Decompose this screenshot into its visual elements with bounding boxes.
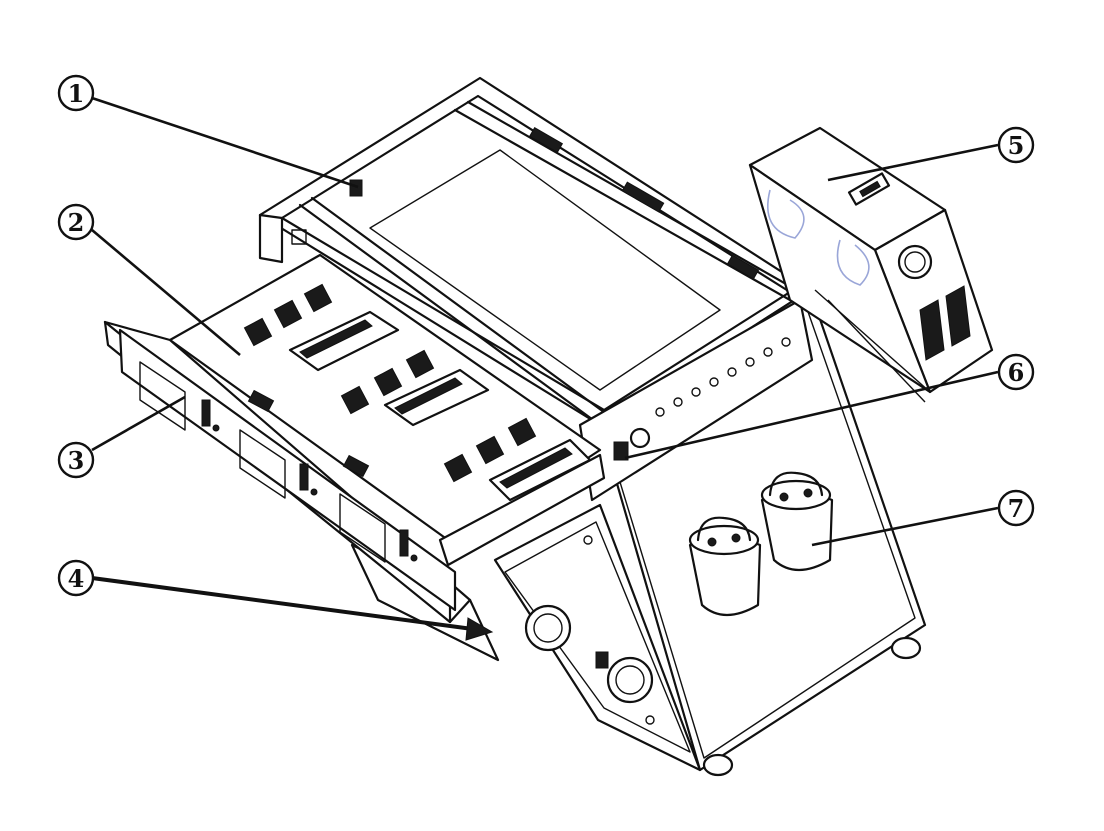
display-window bbox=[239, 429, 286, 499]
control-buttons bbox=[655, 337, 791, 417]
cup-left bbox=[688, 516, 762, 616]
callout-3: 3 bbox=[57, 441, 95, 479]
display-window bbox=[339, 493, 386, 563]
cabinet-side-panel bbox=[578, 288, 927, 777]
svg-text:2: 2 bbox=[68, 208, 85, 237]
cabinet-frame bbox=[258, 76, 812, 427]
callout-4: 4 bbox=[57, 559, 95, 597]
callout-2: 2 bbox=[57, 203, 95, 241]
fan-icon bbox=[897, 244, 933, 280]
svg-text:7: 7 bbox=[1008, 494, 1025, 523]
cup-right bbox=[760, 471, 834, 571]
collection-cups bbox=[688, 471, 834, 616]
outlet-icon bbox=[524, 604, 572, 652]
display-window bbox=[139, 361, 186, 431]
drawer-tray bbox=[103, 253, 606, 624]
wheel-icon bbox=[890, 636, 922, 660]
detached-unit bbox=[748, 126, 994, 403]
svg-text:4: 4 bbox=[68, 564, 85, 593]
callout-5: 5 bbox=[997, 126, 1035, 164]
svg-text:6: 6 bbox=[1008, 358, 1025, 387]
power-socket-icon bbox=[629, 427, 651, 449]
vent-grille bbox=[919, 285, 971, 361]
wheel-icon bbox=[702, 753, 734, 777]
svg-text:5: 5 bbox=[1008, 131, 1025, 160]
power-switch-icon bbox=[613, 441, 629, 461]
callout-6: 6 bbox=[997, 353, 1035, 391]
outlet-icon bbox=[606, 656, 654, 704]
callout-7: 7 bbox=[997, 489, 1035, 527]
callout-leaders bbox=[91, 96, 999, 641]
circuit-boards bbox=[243, 283, 592, 502]
svg-text:1: 1 bbox=[68, 79, 85, 108]
callout-1: 1 bbox=[57, 74, 95, 112]
svg-text:3: 3 bbox=[68, 446, 85, 475]
